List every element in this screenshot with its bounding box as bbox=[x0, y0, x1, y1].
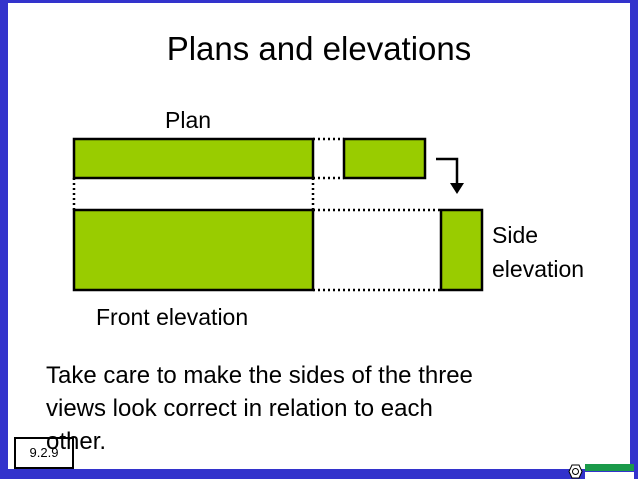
front-elevation bbox=[72, 208, 315, 292]
side-elevation bbox=[439, 208, 484, 292]
plan-label: Plan bbox=[165, 107, 212, 133]
plan-view-main bbox=[72, 137, 315, 180]
slide-reference-box: 9.2.9 bbox=[14, 437, 74, 469]
plan-view-side bbox=[342, 137, 427, 180]
side-elevation-label: elevation bbox=[492, 256, 585, 282]
publisher-logo bbox=[568, 464, 634, 479]
side-elevation-label: Side bbox=[492, 222, 539, 248]
front-elevation-label: Front elevation bbox=[96, 304, 249, 330]
rotation-arrow-icon bbox=[436, 157, 464, 194]
body-text: views look correct in relation to each bbox=[46, 395, 433, 422]
body-text: Take care to make the sides of the three bbox=[46, 362, 473, 389]
body-text: other. bbox=[46, 428, 107, 455]
page-title: Plans and elevations bbox=[166, 30, 472, 67]
